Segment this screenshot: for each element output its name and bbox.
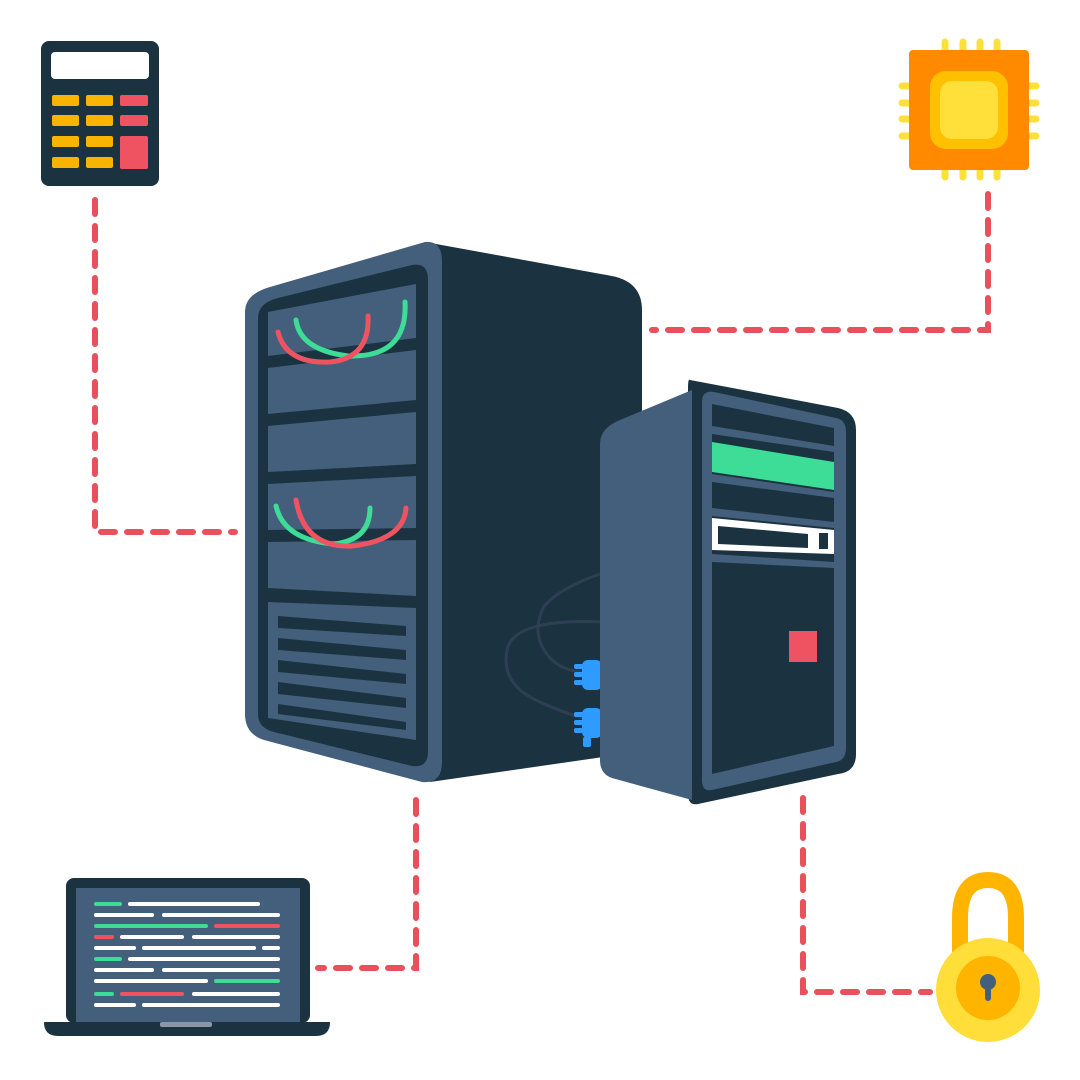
rack-server-icon xyxy=(245,241,642,783)
tower-server-icon xyxy=(600,379,856,805)
laptop-icon xyxy=(44,878,330,1036)
network-cables xyxy=(504,572,605,747)
connector-laptop xyxy=(315,797,419,971)
padlock-icon xyxy=(936,871,1040,1042)
connector-padlock xyxy=(800,795,933,995)
connector-calculator xyxy=(92,197,238,535)
cpu-chip-icon xyxy=(898,38,1040,181)
calculator-icon xyxy=(41,41,159,186)
connector-cpu xyxy=(649,191,991,333)
connector-lines xyxy=(92,191,991,995)
